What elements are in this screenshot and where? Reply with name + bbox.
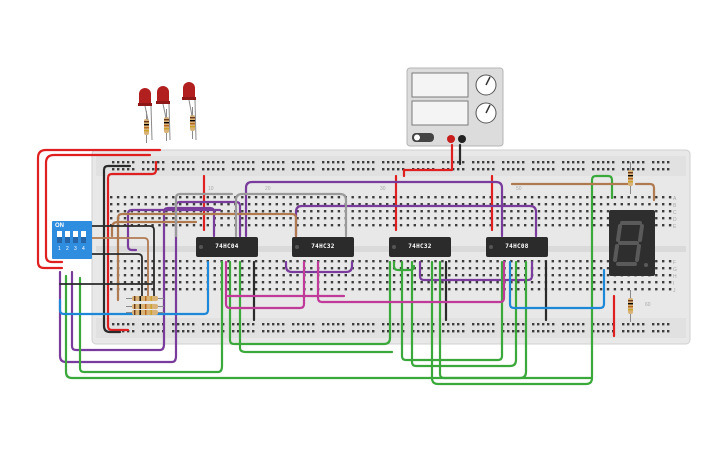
current-display (411, 100, 469, 126)
column-label-60: 60 (645, 302, 651, 308)
dip-number-3: 3 (74, 246, 77, 252)
top-power-rail (96, 156, 686, 176)
seven-segment-display[interactable] (609, 210, 655, 276)
row-label-d: D (673, 217, 677, 223)
led-1[interactable] (138, 88, 152, 106)
dip-switch[interactable] (52, 221, 92, 259)
led-2[interactable] (156, 86, 170, 104)
led-3[interactable] (182, 82, 196, 100)
chip-74hc32-b[interactable] (389, 237, 451, 257)
power-supply[interactable] (406, 67, 504, 147)
column-label-50: 50 (516, 186, 522, 192)
column-label-20: 20 (265, 186, 271, 192)
wires (36, 143, 656, 386)
resistors (126, 99, 633, 322)
row-label-a: A (673, 196, 677, 202)
row-label-g: G (673, 267, 677, 273)
chip-74hc04[interactable] (196, 237, 258, 257)
voltage-display (411, 72, 469, 98)
dip-number-2: 2 (66, 246, 69, 252)
row-label-f: F (673, 260, 677, 266)
row-label-h: H (673, 274, 677, 280)
chip-74hc32-a[interactable] (292, 237, 354, 257)
negative-terminal[interactable] (458, 135, 466, 143)
row-label-b: B (673, 203, 677, 209)
row-label-j: J (673, 288, 676, 294)
row-label-i: I (673, 281, 675, 287)
chip-74hc08[interactable] (486, 237, 548, 257)
dip-on-label: ON (55, 223, 64, 229)
positive-terminal[interactable] (447, 135, 455, 143)
column-label-10: 10 (208, 186, 214, 192)
dip-number-1: 1 (58, 246, 61, 252)
row-label-c: C (673, 210, 677, 216)
row-label-e: E (673, 224, 677, 230)
column-label-30: 30 (380, 186, 386, 192)
dip-number-4: 4 (82, 246, 85, 252)
